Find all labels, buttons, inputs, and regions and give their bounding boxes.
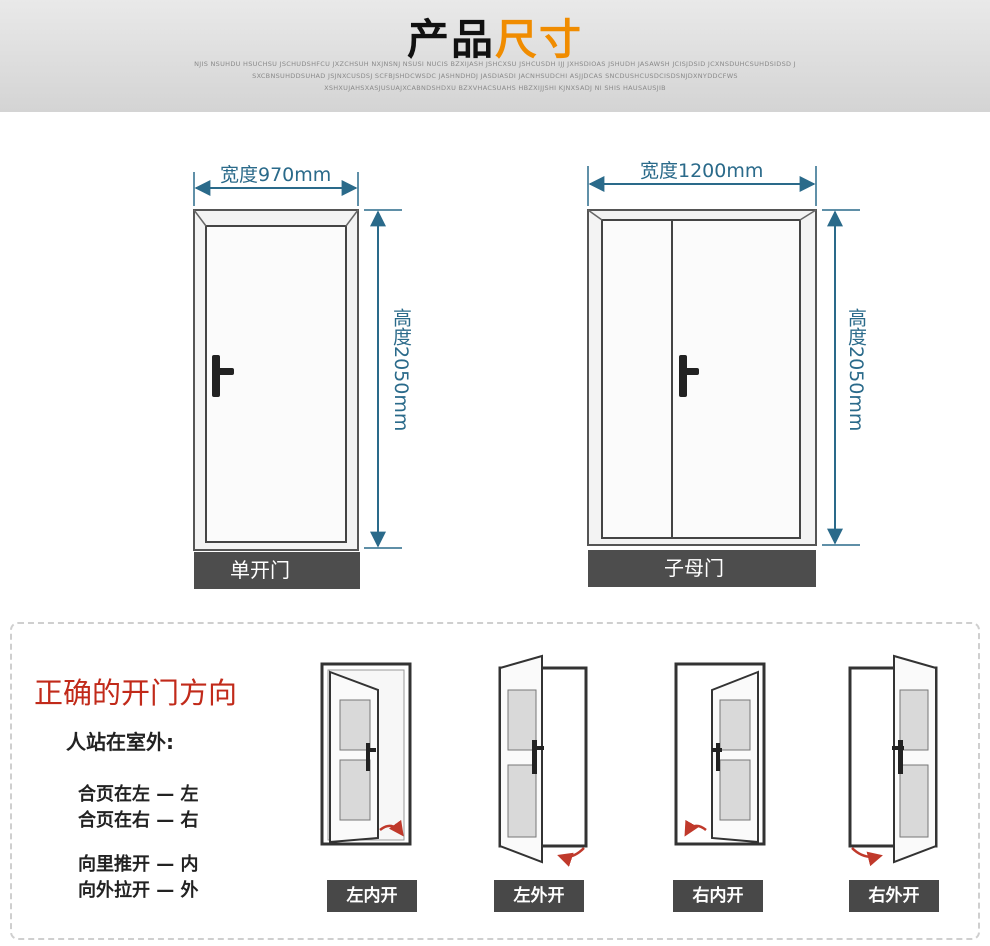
rule-pull-outward: 向外拉开 — 外 xyxy=(78,880,199,901)
single-width-label: 宽度970mm xyxy=(220,164,332,186)
title-part-2: 尺寸 xyxy=(495,15,584,64)
fine-print-line: NJIS NSUHDU HSUCHSU JSCHUDSHFCU JXZCHSUH… xyxy=(194,60,796,68)
direction-title: 正确的开门方向 xyxy=(34,676,238,710)
single-door-caption: 单开门 xyxy=(194,552,360,589)
badge-right-outward: 右外开 xyxy=(849,880,939,912)
rule-hinge-right: 合页在右 — 右 xyxy=(78,810,199,831)
direction-panel xyxy=(10,622,980,940)
fine-print-line: SXCBNSUHDDSUHAD JSJNXCUSDSJ SCFBJSHDCWSD… xyxy=(252,72,738,80)
badge-left-outward: 左外开 xyxy=(494,880,584,912)
double-door xyxy=(587,209,817,546)
rule-hinge-left: 合页在左 — 左 xyxy=(78,784,199,805)
direction-subtitle: 人站在室外: xyxy=(66,730,174,754)
header-banner xyxy=(0,0,990,112)
double-height-label: 高度2050mm xyxy=(845,308,867,432)
page-title: 产品尺寸 xyxy=(0,6,990,67)
badge-right-inward: 右内开 xyxy=(673,880,763,912)
door-right-outward xyxy=(848,654,938,867)
double-width-label: 宽度1200mm xyxy=(640,160,764,182)
single-door xyxy=(193,209,359,551)
fine-print-line: XSHXUJAHSXASJUSUAJXCABNDSHDXU BZXVHACSUA… xyxy=(324,84,666,92)
single-height-dimension xyxy=(364,209,402,549)
single-width-dimension xyxy=(193,172,359,206)
door-right-inward xyxy=(674,662,766,846)
door-left-outward xyxy=(498,654,588,867)
double-door-caption: 子母门 xyxy=(588,550,816,587)
double-width-dimension xyxy=(587,166,817,206)
double-height-dimension xyxy=(822,209,860,546)
badge-left-inward: 左内开 xyxy=(327,880,417,912)
title-part-1: 产品 xyxy=(406,15,495,64)
rule-push-inward: 向里推开 — 内 xyxy=(78,854,199,875)
fine-print: NJIS NSUHDU HSUCHSU JSCHUDSHFCU JXZCHSUH… xyxy=(120,58,870,94)
door-left-inward xyxy=(320,662,412,846)
single-height-label: 高度2050mm xyxy=(390,308,412,432)
